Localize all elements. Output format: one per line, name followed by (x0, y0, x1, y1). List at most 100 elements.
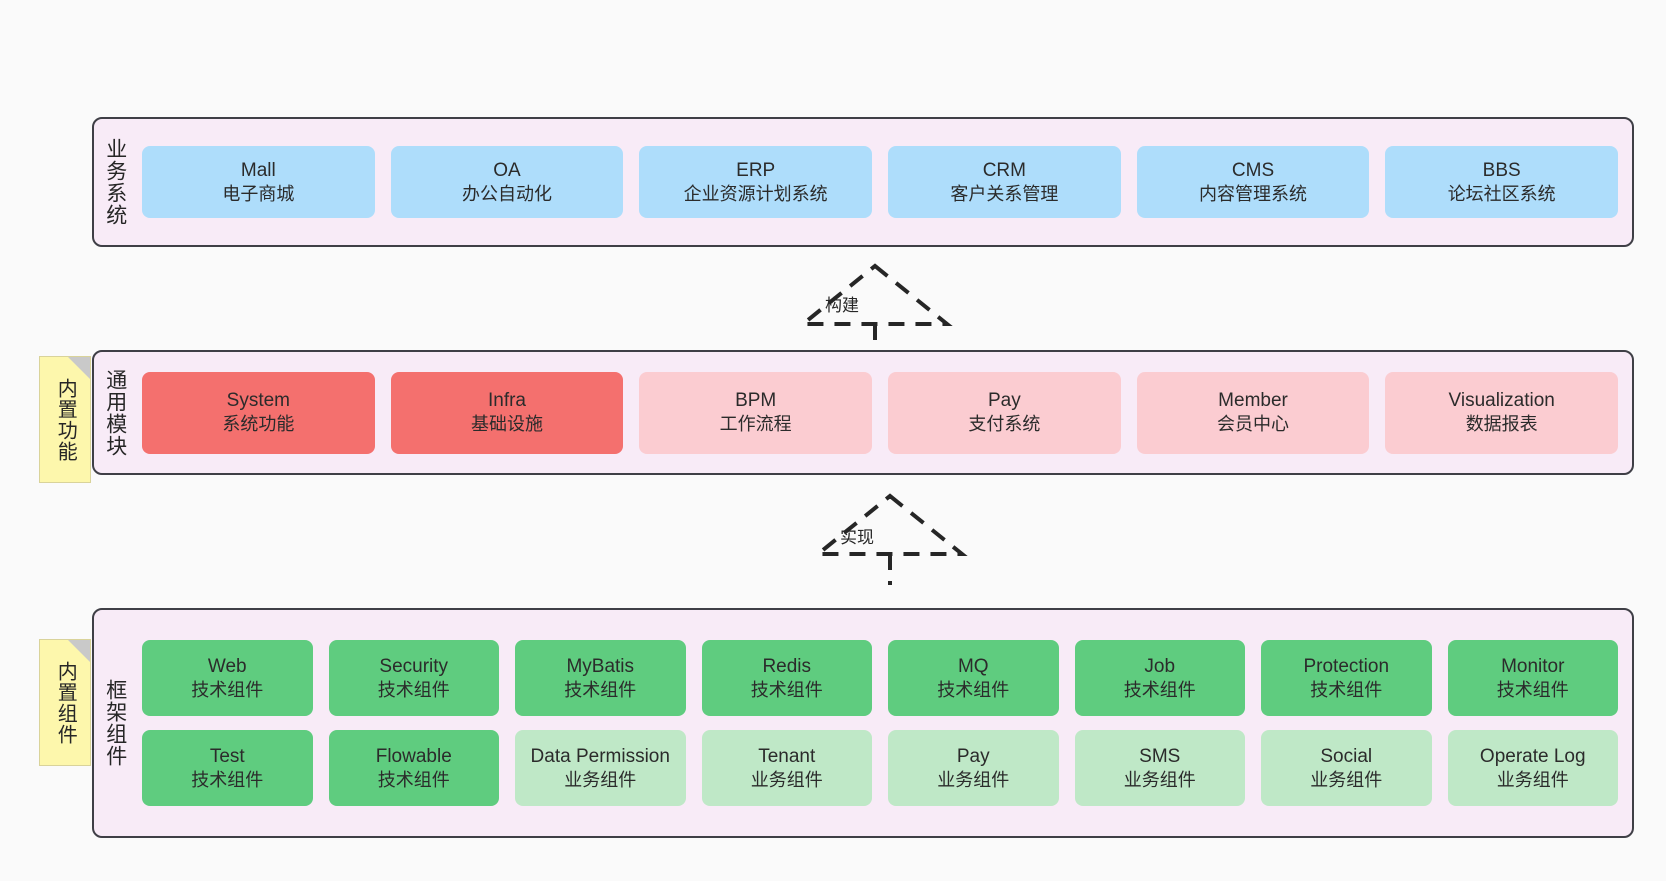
node-sms-en: SMS (1139, 745, 1181, 767)
node-pay-component[interactable]: Pay 业务组件 (888, 730, 1059, 806)
note-builtin-components-label: 内置组件 (54, 660, 77, 745)
node-operate-log[interactable]: Operate Log 业务组件 (1447, 730, 1618, 806)
node-visualization[interactable]: Visualization 数据报表 (1385, 371, 1619, 454)
node-infra-cn: 基础设施 (471, 414, 543, 435)
layer-business-systems: 业务系统 Mall 电子商城 OA 办公自动化 ERP 企业资源计划系统 CRM… (92, 117, 1634, 247)
node-bbs[interactable]: BBS 论坛社区系统 (1385, 146, 1619, 218)
connector-build-arrow-icon (797, 263, 953, 355)
node-member[interactable]: Member 会员中心 (1136, 371, 1370, 454)
node-cms[interactable]: CMS 内容管理系统 (1136, 146, 1370, 218)
node-monitor-cn: 技术组件 (1496, 679, 1569, 700)
node-oa-en: OA (493, 159, 521, 181)
node-mybatis[interactable]: MyBatis 技术组件 (515, 640, 686, 716)
layer-common-modules: 通用模块 System 系统功能 Infra 基础设施 BPM 工作流程 Pay… (92, 350, 1634, 475)
connector-build-label: 构建 (825, 296, 859, 315)
node-sms[interactable]: SMS 业务组件 (1074, 730, 1245, 806)
node-flowable[interactable]: Flowable 技术组件 (328, 730, 499, 806)
node-test[interactable]: Test 技术组件 (142, 730, 313, 806)
node-pay-component-en: Pay (956, 745, 990, 767)
node-security-en: Security (379, 655, 449, 677)
node-bbs-cn: 论坛社区系统 (1447, 183, 1556, 204)
node-web-cn: 技术组件 (191, 679, 264, 700)
layer-modules-label: 通用模块 (103, 368, 127, 457)
node-member-cn: 会员中心 (1217, 414, 1290, 435)
node-bpm-cn: 工作流程 (719, 414, 792, 435)
node-security-cn: 技术组件 (377, 679, 450, 700)
node-protection-cn: 技术组件 (1310, 679, 1383, 700)
node-job-en: Job (1144, 655, 1176, 677)
node-operate-log-en: Operate Log (1479, 745, 1586, 767)
layer-framework-items: Web 技术组件 Security 技术组件 MyBatis 技术组件 Redi… (136, 610, 1632, 836)
node-operate-log-cn: 业务组件 (1496, 769, 1569, 790)
node-mybatis-en: MyBatis (566, 655, 635, 677)
node-visualization-cn: 数据报表 (1465, 414, 1538, 435)
node-web-en: Web (207, 655, 247, 677)
note-builtin-features: 内置功能 (39, 356, 91, 483)
node-mall-en: Mall (240, 159, 276, 181)
node-crm-en: CRM (982, 159, 1026, 181)
node-job[interactable]: Job 技术组件 (1074, 640, 1245, 716)
node-test-cn: 技术组件 (191, 769, 264, 790)
node-pay-module-en: Pay (987, 390, 1021, 412)
framework-row-business: Test 技术组件 Flowable 技术组件 Data Permission … (142, 730, 1618, 806)
node-redis-en: Redis (762, 655, 812, 677)
node-erp[interactable]: ERP 企业资源计划系统 (639, 146, 873, 218)
node-protection[interactable]: Protection 技术组件 (1261, 640, 1432, 716)
note-fold-corner-icon (68, 357, 90, 379)
node-flowable-en: Flowable (375, 745, 452, 767)
connector-build (797, 262, 953, 357)
node-web[interactable]: Web 技术组件 (142, 640, 313, 716)
node-mq[interactable]: MQ 技术组件 (888, 640, 1059, 716)
node-test-en: Test (209, 745, 245, 767)
node-mq-cn: 技术组件 (937, 679, 1010, 700)
node-system[interactable]: System 系统功能 (142, 371, 375, 454)
node-visualization-en: Visualization (1448, 390, 1555, 412)
node-pay-component-cn: 业务组件 (937, 769, 1010, 790)
node-member-en: Member (1218, 390, 1288, 412)
layer-modules-items: System 系统功能 Infra 基础设施 BPM 工作流程 Pay 支付系统… (136, 352, 1632, 473)
node-social[interactable]: Social 业务组件 (1261, 730, 1432, 806)
node-tenant-en: Tenant (758, 745, 816, 767)
node-monitor-en: Monitor (1501, 655, 1565, 677)
node-oa[interactable]: OA 办公自动化 (390, 146, 624, 218)
node-mall-cn: 电子商城 (222, 183, 295, 204)
node-protection-en: Protection (1303, 655, 1390, 677)
node-tenant[interactable]: Tenant 业务组件 (701, 730, 872, 806)
node-redis[interactable]: Redis 技术组件 (701, 640, 872, 716)
node-bpm[interactable]: BPM 工作流程 (639, 371, 873, 454)
layer-business-items: Mall 电子商城 OA 办公自动化 ERP 企业资源计划系统 CRM 客户关系… (136, 119, 1632, 245)
node-redis-cn: 技术组件 (750, 679, 823, 700)
node-cms-cn: 内容管理系统 (1199, 183, 1308, 204)
node-system-en: System (226, 390, 291, 412)
node-mq-en: MQ (957, 655, 989, 677)
node-oa-cn: 办公自动化 (462, 183, 552, 204)
node-tenant-cn: 业务组件 (750, 769, 823, 790)
connector-implement (812, 492, 968, 587)
node-data-permission-en: Data Permission (530, 745, 670, 767)
node-security[interactable]: Security 技术组件 (328, 640, 499, 716)
node-erp-cn: 企业资源计划系统 (683, 183, 828, 204)
layer-framework-components: 框架组件 Web 技术组件 Security 技术组件 MyBatis 技术组件… (92, 608, 1634, 838)
connector-implement-label: 实现 (840, 528, 874, 547)
node-social-cn: 业务组件 (1310, 769, 1383, 790)
node-flowable-cn: 技术组件 (377, 769, 450, 790)
node-erp-en: ERP (736, 159, 776, 181)
note-builtin-components: 内置组件 (39, 639, 91, 766)
layer-business-label: 业务系统 (103, 138, 127, 226)
node-monitor[interactable]: Monitor 技术组件 (1447, 640, 1618, 716)
note-fold-corner-icon (68, 640, 90, 662)
node-pay-module[interactable]: Pay 支付系统 (888, 371, 1121, 454)
node-social-en: Social (1320, 745, 1373, 767)
node-pay-module-cn: 支付系统 (968, 414, 1041, 435)
layer-framework-label: 框架组件 (103, 679, 127, 767)
connector-implement-arrow-icon (812, 493, 968, 585)
framework-row-technical: Web 技术组件 Security 技术组件 MyBatis 技术组件 Redi… (142, 640, 1618, 716)
node-infra[interactable]: Infra 基础设施 (390, 371, 624, 454)
node-sms-cn: 业务组件 (1123, 769, 1196, 790)
node-crm[interactable]: CRM 客户关系管理 (888, 146, 1121, 218)
node-cms-en: CMS (1231, 159, 1275, 181)
node-data-permission[interactable]: Data Permission 业务组件 (515, 730, 686, 806)
node-mall[interactable]: Mall 电子商城 (142, 146, 375, 218)
node-crm-cn: 客户关系管理 (950, 183, 1059, 204)
